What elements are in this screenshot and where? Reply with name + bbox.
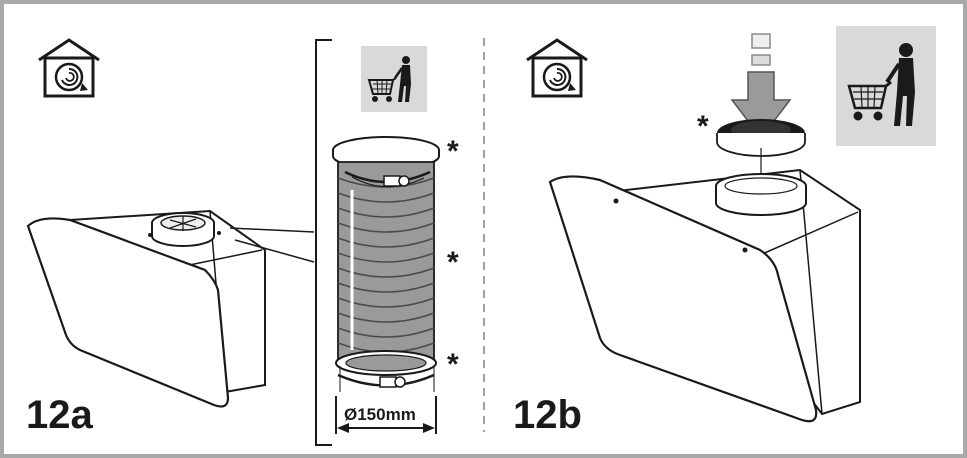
recirculation-home-icon — [526, 38, 588, 98]
optional-accessory-mark: * — [697, 110, 709, 143]
diameter-dimension-arrow — [335, 396, 437, 434]
zoom-bracket — [315, 39, 332, 446]
recirculation-home-icon — [38, 38, 100, 98]
optional-accessory-shopping-cart-icon — [361, 46, 427, 112]
optional-accessory-mark: * — [447, 348, 459, 381]
optional-accessory-mark: * — [447, 246, 459, 279]
cooker-hood-12b — [548, 168, 861, 423]
cooker-hood-12a — [26, 209, 266, 408]
zoom-callout-lines — [229, 227, 315, 263]
optional-accessory-mark: * — [447, 135, 459, 168]
flexible-duct — [332, 136, 440, 392]
figure-label-12b: 12b — [513, 393, 582, 437]
optional-accessory-shopping-cart-icon — [836, 26, 936, 146]
figure-label-12a: 12a — [26, 393, 93, 437]
duct-diameter-label: Ø150mm — [344, 405, 416, 424]
carbon-filter-insertion — [716, 33, 806, 190]
